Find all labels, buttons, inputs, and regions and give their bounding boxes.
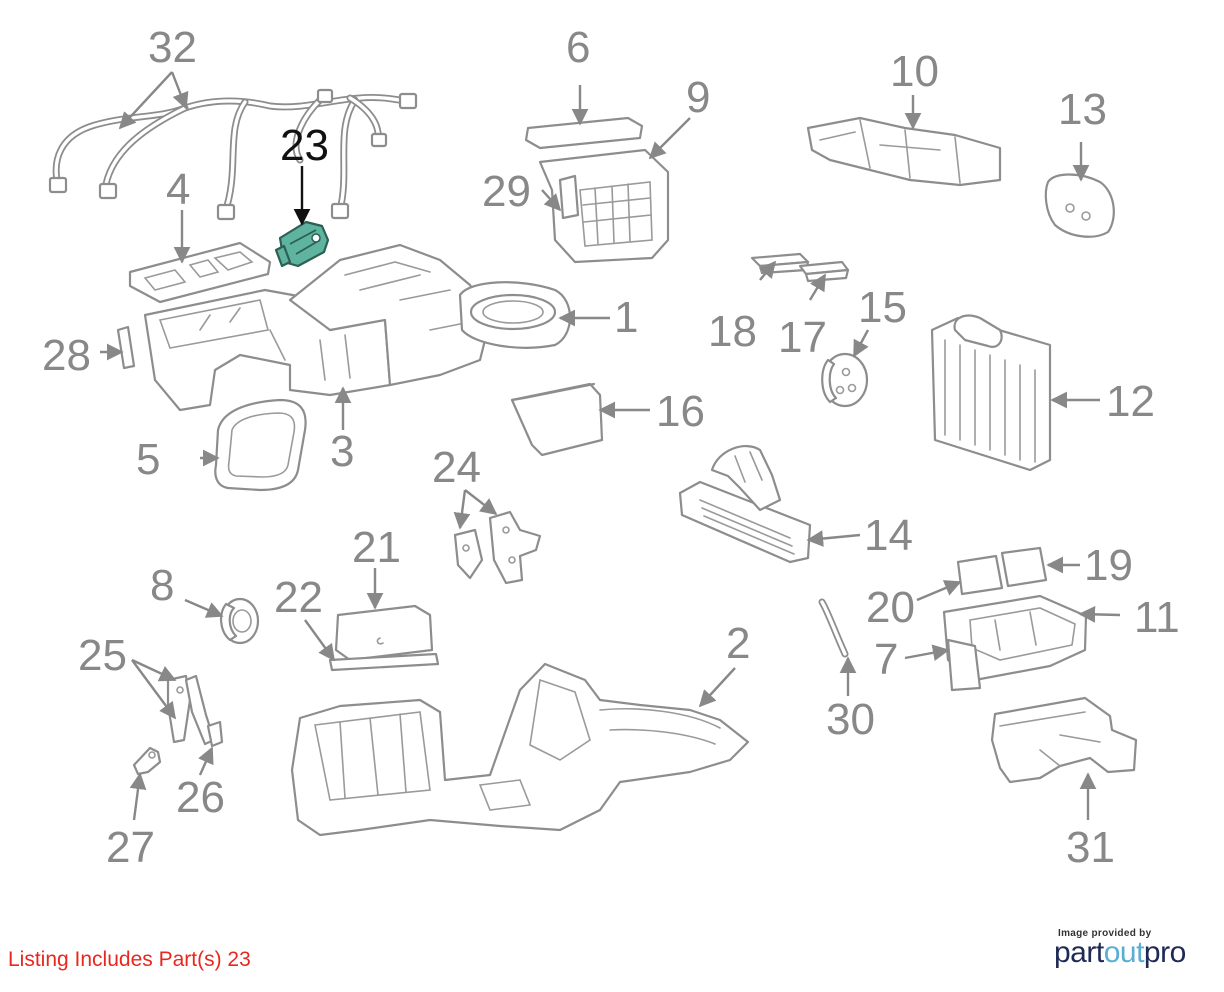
part-30-rod [818,598,849,658]
part-19-door [1000,546,1048,588]
callout-5: 5 [136,435,160,484]
callout-17: 17 [778,313,827,362]
callout-13: 13 [1058,85,1107,134]
part-22-seal-strip [328,652,440,672]
part-24-brackets [453,510,542,585]
part-23-actuator [274,220,330,268]
part-13-cap [1044,173,1115,238]
part-4-cover [128,241,272,304]
part-18-clip [750,252,810,275]
part-31-duct [990,696,1138,784]
callout-9: 9 [686,73,710,122]
callout-10: 10 [890,47,939,96]
part-10-duct [806,116,1002,187]
callout-23: 23 [280,121,329,170]
callout-numbers: 32 23 4 6 9 29 10 13 1 28 3 5 18 17 15 1… [42,23,1180,872]
callout-28: 28 [42,331,91,380]
part-6-gasket [524,116,644,150]
callout-16: 16 [656,387,705,436]
callout-32: 32 [148,23,197,72]
part-11-case [942,594,1088,682]
part-9-case [538,148,670,264]
callout-20: 20 [866,583,915,632]
part-27-pin [132,746,162,776]
part-16-filter [510,382,604,457]
part-7-case [946,638,982,692]
callout-22: 22 [274,573,323,622]
callout-21: 21 [352,523,401,572]
part-2-lower-case [290,662,750,837]
callout-30: 30 [826,695,875,744]
logo-pro: pro [1143,936,1186,969]
logo-part: part [1054,936,1104,969]
callout-8: 8 [150,561,174,610]
part-12-evaporator [930,314,1052,472]
callout-19: 19 [1084,541,1133,590]
part-17-clip [798,260,850,283]
part-26-clip [206,720,224,748]
leader-lines [100,71,1121,821]
callout-26: 26 [176,773,225,822]
part-8-grommet [220,597,260,645]
callout-27: 27 [106,823,155,872]
part-drawings [48,88,1138,837]
callout-7: 7 [874,635,898,684]
part-21-filter-frame [334,604,434,662]
callout-18: 18 [708,307,757,356]
callout-4: 4 [166,165,190,214]
callout-14: 14 [864,511,913,560]
callout-15: 15 [858,283,907,332]
callout-3: 3 [330,427,354,476]
listing-includes-text: Listing Includes Part(s) 23 [8,948,251,971]
callout-11: 11 [1134,593,1180,642]
callout-2: 2 [726,619,750,668]
partoutpro-logo: partoutpro [1054,936,1186,970]
image-provided-by-caption: Image provided by [1058,928,1152,939]
part-28-clip [116,325,136,370]
callout-25: 25 [78,631,127,680]
callout-1: 1 [614,293,638,342]
part-25-linkage [166,674,216,746]
callout-6: 6 [566,23,590,72]
part-14-heater-core [678,445,812,564]
logo-out: out [1103,936,1145,969]
callout-31: 31 [1066,823,1115,872]
part-20-door [956,554,1004,596]
callout-29: 29 [482,167,531,216]
callout-12: 12 [1106,377,1155,426]
part-32-wiring-harness [48,88,418,221]
part-1-blower-case [458,281,571,349]
callout-24: 24 [432,443,481,492]
part-15-grommet [821,352,869,408]
part-5-seal [214,398,307,492]
